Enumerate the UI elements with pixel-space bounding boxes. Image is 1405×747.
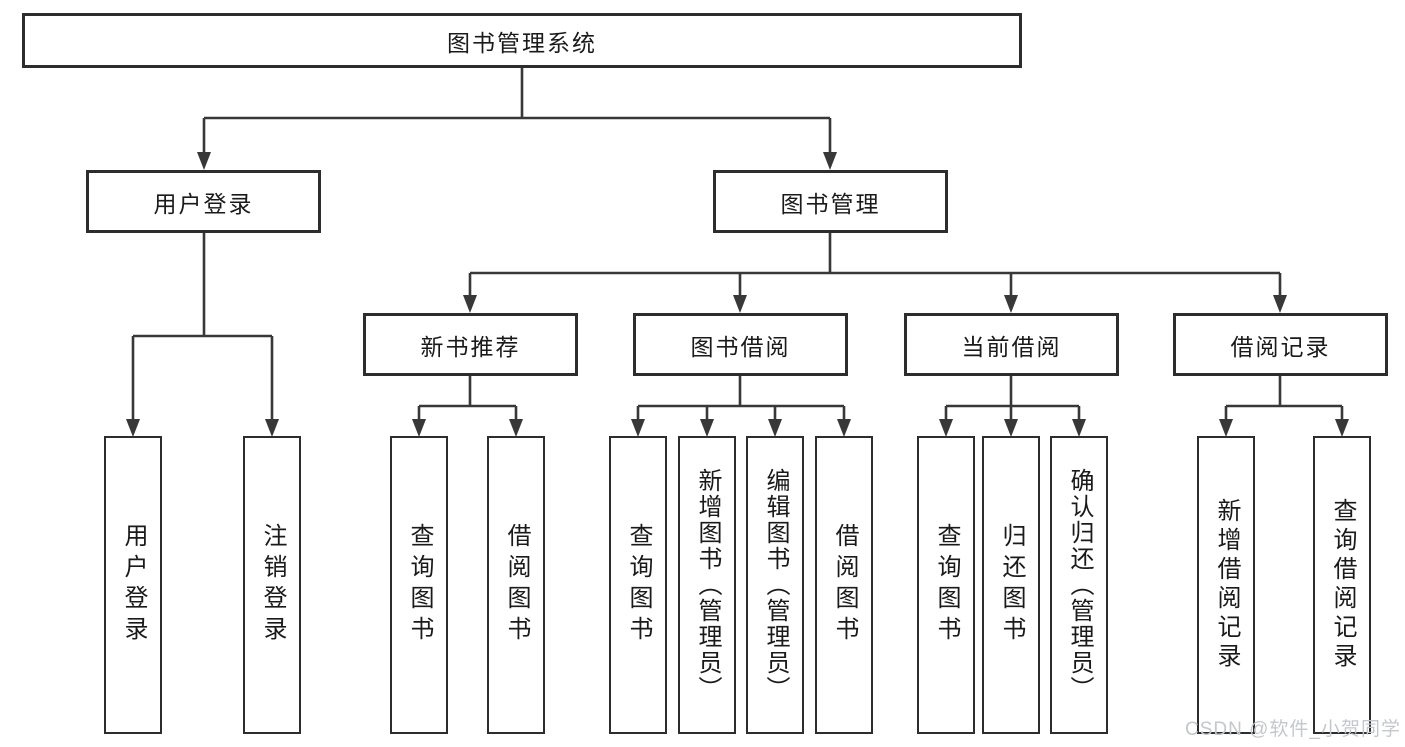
leaf-label: 编辑图书（管理员）: [762, 468, 789, 702]
leaf-br-add-record: 新增借阅记录: [1197, 436, 1255, 734]
leaf-cb-return-books: 归还图书: [982, 436, 1040, 734]
arrowhead: [412, 419, 426, 437]
node-new-book-recommend: 新书推荐: [363, 313, 578, 376]
arrowhead: [837, 419, 851, 437]
leaf-logout: 注销登录: [243, 436, 301, 734]
arrowhead: [1004, 419, 1018, 437]
leaf-label: 归还图书: [998, 523, 1025, 647]
connector-path: [1224, 376, 1344, 420]
leaf-label: 新增借阅记录: [1213, 498, 1240, 672]
arrowhead: [509, 419, 523, 437]
leaf-nbr-query-books: 查询图书: [390, 436, 448, 734]
leaf-label: 借阅图书: [503, 523, 530, 647]
arrowhead: [700, 419, 714, 437]
leaf-label: 确认归还（管理员）: [1066, 468, 1093, 702]
connector-current-borrow-to-children: [939, 376, 1086, 437]
node-borrow-records: 借阅记录: [1173, 313, 1388, 376]
leaf-nbr-borrow-books: 借阅图书: [487, 436, 545, 734]
leaf-label: 用户登录: [120, 523, 147, 647]
node-book-borrow: 图书借阅: [633, 313, 848, 376]
connector-path: [636, 376, 846, 420]
leaf-label: 查询图书: [933, 523, 960, 647]
connector-path: [417, 376, 518, 420]
leaf-label: 新增图书（管理员）: [694, 468, 721, 702]
connector-borrow-records-to-children: [1219, 376, 1349, 437]
arrowhead: [1335, 419, 1349, 437]
arrowhead: [1072, 419, 1086, 437]
arrowhead: [631, 419, 645, 437]
connector-user-login-to-children: [126, 233, 279, 437]
connector-root-to-level2: [197, 68, 837, 170]
arrowhead: [1004, 295, 1018, 313]
arrowhead: [733, 295, 747, 313]
leaf-user-login: 用户登录: [104, 436, 162, 734]
watermark: CSDN @软件_小贺同学: [1185, 719, 1401, 740]
connector-path: [131, 233, 274, 420]
arrowhead: [1273, 295, 1287, 313]
leaf-label: 查询借阅记录: [1329, 498, 1356, 672]
arrowhead: [1219, 419, 1233, 437]
arrowhead: [823, 152, 837, 170]
arrowhead: [939, 419, 953, 437]
connector-new-book-rec-to-children: [412, 376, 523, 437]
node-book-management: 图书管理: [713, 170, 948, 233]
leaf-bb-edit-books-admin: 编辑图书（管理员）: [746, 436, 804, 734]
leaf-br-query-record: 查询借阅记录: [1313, 436, 1371, 734]
arrowhead: [463, 295, 477, 313]
node-user-login: 用户登录: [86, 170, 321, 233]
node-current-borrow: 当前借阅: [904, 313, 1119, 376]
leaf-label: 查询图书: [625, 523, 652, 647]
leaf-label: 查询图书: [406, 523, 433, 647]
arrowhead: [768, 419, 782, 437]
connector-book-borrow-to-children: [631, 376, 851, 437]
connector-path: [468, 233, 1282, 296]
leaf-cb-confirm-return-admin: 确认归还（管理员）: [1050, 436, 1108, 734]
connector-path: [944, 376, 1081, 420]
arrowhead: [126, 419, 140, 437]
leaf-bb-query-books: 查询图书: [609, 436, 667, 734]
node-root-library-system: 图书管理系统: [22, 13, 1022, 68]
leaf-bb-add-books-admin: 新增图书（管理员）: [678, 436, 736, 734]
leaf-label: 注销登录: [259, 523, 286, 647]
arrowhead: [265, 419, 279, 437]
leaf-cb-query-books: 查询图书: [917, 436, 975, 734]
connector-path: [202, 68, 832, 153]
leaf-label: 借阅图书: [831, 523, 858, 647]
arrowhead: [197, 152, 211, 170]
connector-book-mgmt-to-level3: [463, 233, 1287, 313]
leaf-bb-borrow-books: 借阅图书: [815, 436, 873, 734]
